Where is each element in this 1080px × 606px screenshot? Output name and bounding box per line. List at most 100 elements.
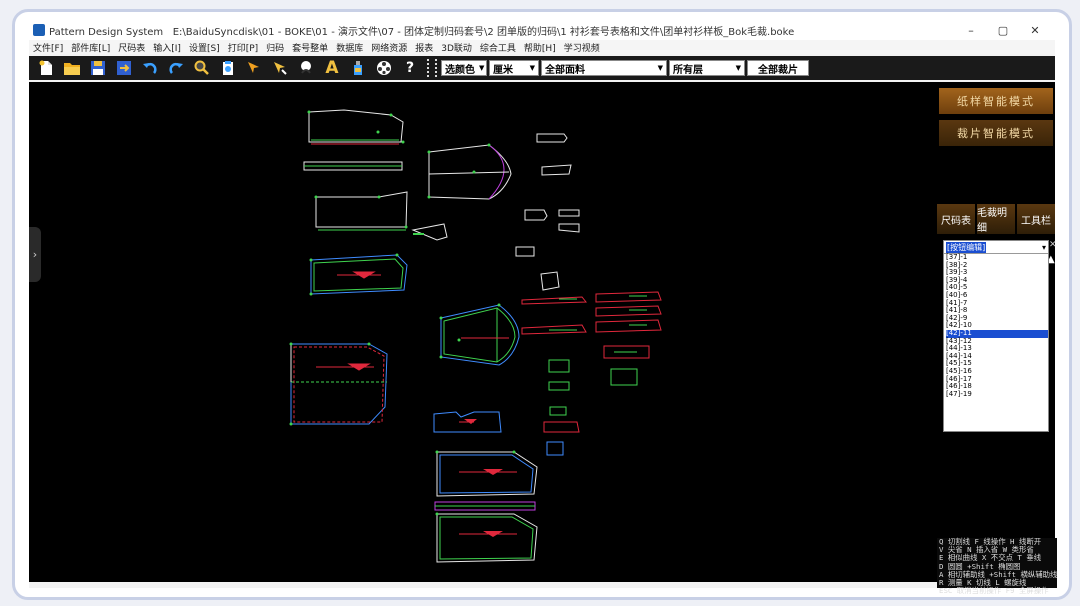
file-path: E:\BaiduSyncdisk\01 - BOKE\01 - 演示文件\07 … [172, 26, 795, 38]
close-icon[interactable]: ✕ [1049, 240, 1057, 250]
window-controls: – ▢ ✕ [955, 24, 1051, 37]
menu-network[interactable]: 网络资源 [371, 43, 408, 54]
pattern-canvas[interactable]: › [29, 82, 937, 582]
export-icon[interactable] [114, 59, 134, 77]
screenshot-frame: Pattern Design System E:\BaiduSyncdisk\0… [12, 9, 1072, 600]
size-list-item[interactable]: [42]-11 [946, 329, 1048, 338]
open-folder-icon[interactable] [62, 59, 82, 77]
menu-file[interactable]: 文件[F] [33, 43, 64, 54]
close-button[interactable]: ✕ [1030, 23, 1040, 37]
size-list-item[interactable]: [43]-12 [946, 336, 972, 345]
fabric-select-value: 全部面料 [545, 64, 585, 76]
scroll-up-icon[interactable]: ▲ [1047, 254, 1055, 265]
arrow-pick-icon[interactable] [270, 59, 290, 77]
unit-select[interactable]: 厘米 ▼ [489, 60, 539, 76]
color-select-value: 选颜色 [445, 64, 475, 76]
size-list-item[interactable]: [38]-2 [946, 260, 968, 269]
size-list-item[interactable]: [46]-18 [946, 382, 972, 391]
app-window: Pattern Design System E:\BaiduSyncdisk\0… [29, 20, 1058, 595]
tab-size-table[interactable]: 尺码表 [937, 204, 975, 234]
size-list-item[interactable]: [46]-17 [946, 374, 972, 383]
piece-smart-mode-button[interactable]: 裁片智能模式 [939, 120, 1053, 146]
size-list-item[interactable]: [39]-4 [946, 275, 968, 284]
color-select[interactable]: 选颜色 ▼ [441, 60, 487, 76]
shortcut-hint-line: ESC 取消当前操作 F9 全屏操作 [939, 586, 1049, 596]
size-list-item[interactable]: [42]-9 [946, 313, 968, 322]
size-list-item[interactable]: [40]-5 [946, 283, 968, 292]
help-icon[interactable]: ? [405, 60, 415, 76]
window-title: Pattern Design System E:\BaiduSyncdisk\0… [49, 23, 955, 38]
chevron-right-icon[interactable]: › [29, 227, 41, 282]
menu-bar: 文件[F] 部件库[L] 尺码表 输入[I] 设置[S] 打印[P] 归码 套号… [29, 40, 1055, 54]
layer-select[interactable]: 所有层 ▼ [669, 60, 745, 76]
needle-icon[interactable] [296, 59, 316, 77]
menu-learning-video[interactable]: 学习视频 [563, 43, 600, 54]
new-file-icon[interactable] [36, 59, 56, 77]
toolbar-divider [427, 59, 437, 77]
layer-select-value: 所有层 [673, 64, 703, 76]
restore-button[interactable]: ▢ [997, 23, 1009, 37]
size-list-item[interactable]: [47]-19 [946, 389, 972, 398]
size-header-label: [按钮编辑] [946, 241, 987, 253]
fabric-select[interactable]: 全部面料 ▼ [541, 60, 667, 76]
chevron-down-icon: ▼ [735, 64, 741, 72]
menu-3d-link[interactable]: 3D联动 [441, 43, 472, 54]
size-list-item[interactable]: [44]-14 [946, 351, 972, 360]
chevron-down-icon: ▼ [657, 64, 663, 72]
menu-tools[interactable]: 综合工具 [479, 43, 516, 54]
undo-icon[interactable] [140, 59, 160, 77]
unit-select-value: 厘米 [493, 64, 513, 76]
menu-report[interactable]: 报表 [415, 43, 434, 54]
arrow-select-icon[interactable] [244, 59, 264, 77]
shortcut-hint-line: A 相切辅助线 +Shift 横纵辅助线 [939, 569, 1058, 579]
size-list-item[interactable]: [39]-3 [946, 268, 968, 277]
size-list-item[interactable]: [40]-6 [946, 290, 968, 299]
menu-help[interactable]: 帮助[H] [523, 43, 556, 54]
size-list-item[interactable]: [45]-15 [946, 359, 972, 368]
minimize-button[interactable]: – [968, 23, 974, 37]
zoom-icon[interactable] [192, 59, 212, 77]
toolbar: A ? 选颜色 ▼ 厘米 ▼ 全部面料 ▼ 所有层 ▼ 全部裁片 [29, 56, 1055, 80]
right-panel: 纸样智能模式 裁片智能模式 尺码表 毛裁明细 工具栏 ✕ ▲ [按钮编辑] ▾ [… [937, 82, 1058, 595]
chevron-down-icon: ▾ [1041, 242, 1046, 252]
menu-database[interactable]: 数据库 [336, 43, 364, 54]
bottle-icon[interactable] [348, 59, 368, 77]
title-bar: Pattern Design System E:\BaiduSyncdisk\0… [29, 20, 1055, 40]
chevron-down-icon: ▼ [529, 64, 535, 72]
pattern-pieces [289, 109, 662, 563]
shortcut-hint-line: Q 切割线 F 线操作 H 线断开 [939, 537, 1042, 546]
size-list-item[interactable]: [42]-10 [946, 321, 972, 330]
tab-toolbar[interactable]: 工具栏 [1017, 204, 1055, 234]
save-icon[interactable] [88, 59, 108, 77]
menu-size-set[interactable]: 套号整单 [292, 43, 329, 54]
size-list-item[interactable]: [45]-16 [946, 366, 972, 375]
menu-grading[interactable]: 归码 [266, 43, 285, 54]
text-a-icon[interactable]: A [325, 58, 339, 78]
shortcut-hint-line: V 尖省 N 插入省 W 类形省 [939, 545, 1034, 555]
app-icon [33, 24, 45, 36]
all-pieces-button[interactable]: 全部裁片 [747, 60, 809, 76]
size-list-item[interactable]: [44]-13 [946, 344, 972, 353]
size-list: [37]-1[38]-2[39]-3[39]-4[40]-5[40]-6[41]… [944, 253, 1048, 398]
pattern-smart-mode-button[interactable]: 纸样智能模式 [939, 88, 1053, 114]
film-reel-icon[interactable] [374, 59, 394, 77]
menu-print[interactable]: 打印[P] [227, 43, 259, 54]
size-dropdown-header[interactable]: [按钮编辑] ▾ [944, 241, 1048, 254]
tab-cut-details[interactable]: 毛裁明细 [977, 204, 1015, 234]
size-list-item[interactable]: [37]-1 [946, 253, 968, 261]
menu-settings[interactable]: 设置[S] [188, 43, 220, 54]
shortcut-hint-line: R 测量 K 切线 L 螺旋线 [939, 578, 1027, 588]
redo-icon[interactable] [166, 59, 186, 77]
app-name: Pattern Design System [49, 26, 164, 38]
size-list-item[interactable]: [41]-7 [946, 298, 968, 307]
size-list-item[interactable]: [41]-8 [946, 306, 968, 315]
shortcut-hint-line: E 相似曲线 X 不交点 T 垂线 [939, 553, 1042, 563]
menu-input[interactable]: 输入[I] [153, 43, 181, 54]
size-dropdown[interactable]: [按钮编辑]▾ [37]-1[38]-2[39]-3[39]-4[40]-5[4… [943, 240, 1049, 432]
menu-parts-library[interactable]: 部件库[L] [71, 43, 111, 54]
clipboard-icon[interactable] [218, 59, 238, 77]
menu-size-table[interactable]: 尺码表 [118, 43, 146, 54]
chevron-down-icon: ▼ [479, 64, 485, 72]
panel-tabs: 尺码表 毛裁明细 工具栏 [937, 204, 1055, 234]
